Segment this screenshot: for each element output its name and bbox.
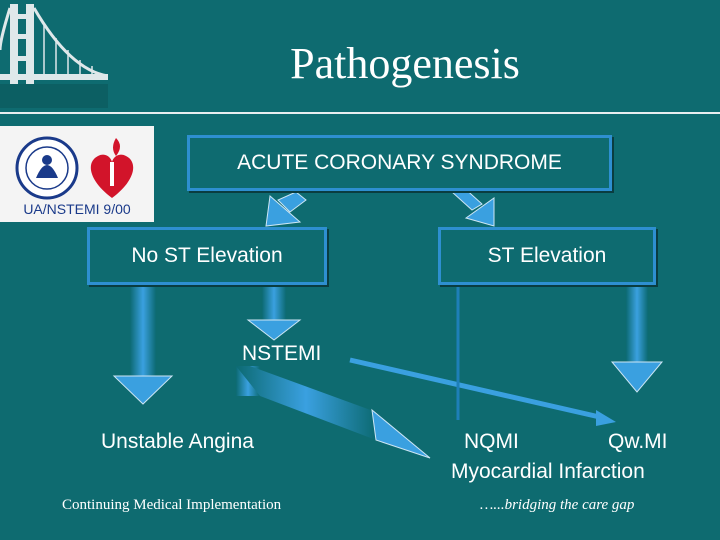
node-nqmi: NQMI	[464, 430, 519, 453]
golden-gate-bridge-logo	[0, 0, 108, 108]
acc-seal-icon	[15, 136, 79, 200]
page-title: Pathogenesis	[290, 39, 520, 88]
arrow-acs-to-st	[451, 185, 495, 227]
title-divider	[0, 112, 720, 114]
node-unstable-angina: Unstable Angina	[101, 430, 254, 453]
node-acute-coronary-syndrome: ACUTE CORONARY SYNDROME	[187, 135, 612, 191]
arrow-no-st-to-unstable-angina	[112, 286, 174, 405]
arrow-acs-to-no-st	[265, 191, 307, 227]
footer-left: Continuing Medical Implementation	[62, 497, 282, 513]
society-logos-badge	[0, 126, 154, 222]
arrow-no-st-to-nstemi	[246, 286, 302, 341]
node-no-st-elevation: No ST Elevation	[87, 227, 327, 285]
node-myocardial-infarction: Myocardial Infarction	[451, 460, 645, 483]
node-qwmi: Qw.MI	[608, 430, 668, 453]
node-nstemi: NSTEMI	[242, 342, 322, 365]
node-st-elevation: ST Elevation	[438, 227, 656, 285]
aha-heart-torch-icon	[90, 138, 134, 198]
arrow-st-to-qwmi	[610, 286, 664, 393]
arrow-nstemi-to-mi	[236, 366, 431, 459]
arrow-nstemi-to-qwmi	[349, 357, 616, 426]
badge-caption: UA/NSTEMI 9/00	[23, 201, 131, 217]
footer-right: …...bridging the care gap	[480, 497, 635, 513]
